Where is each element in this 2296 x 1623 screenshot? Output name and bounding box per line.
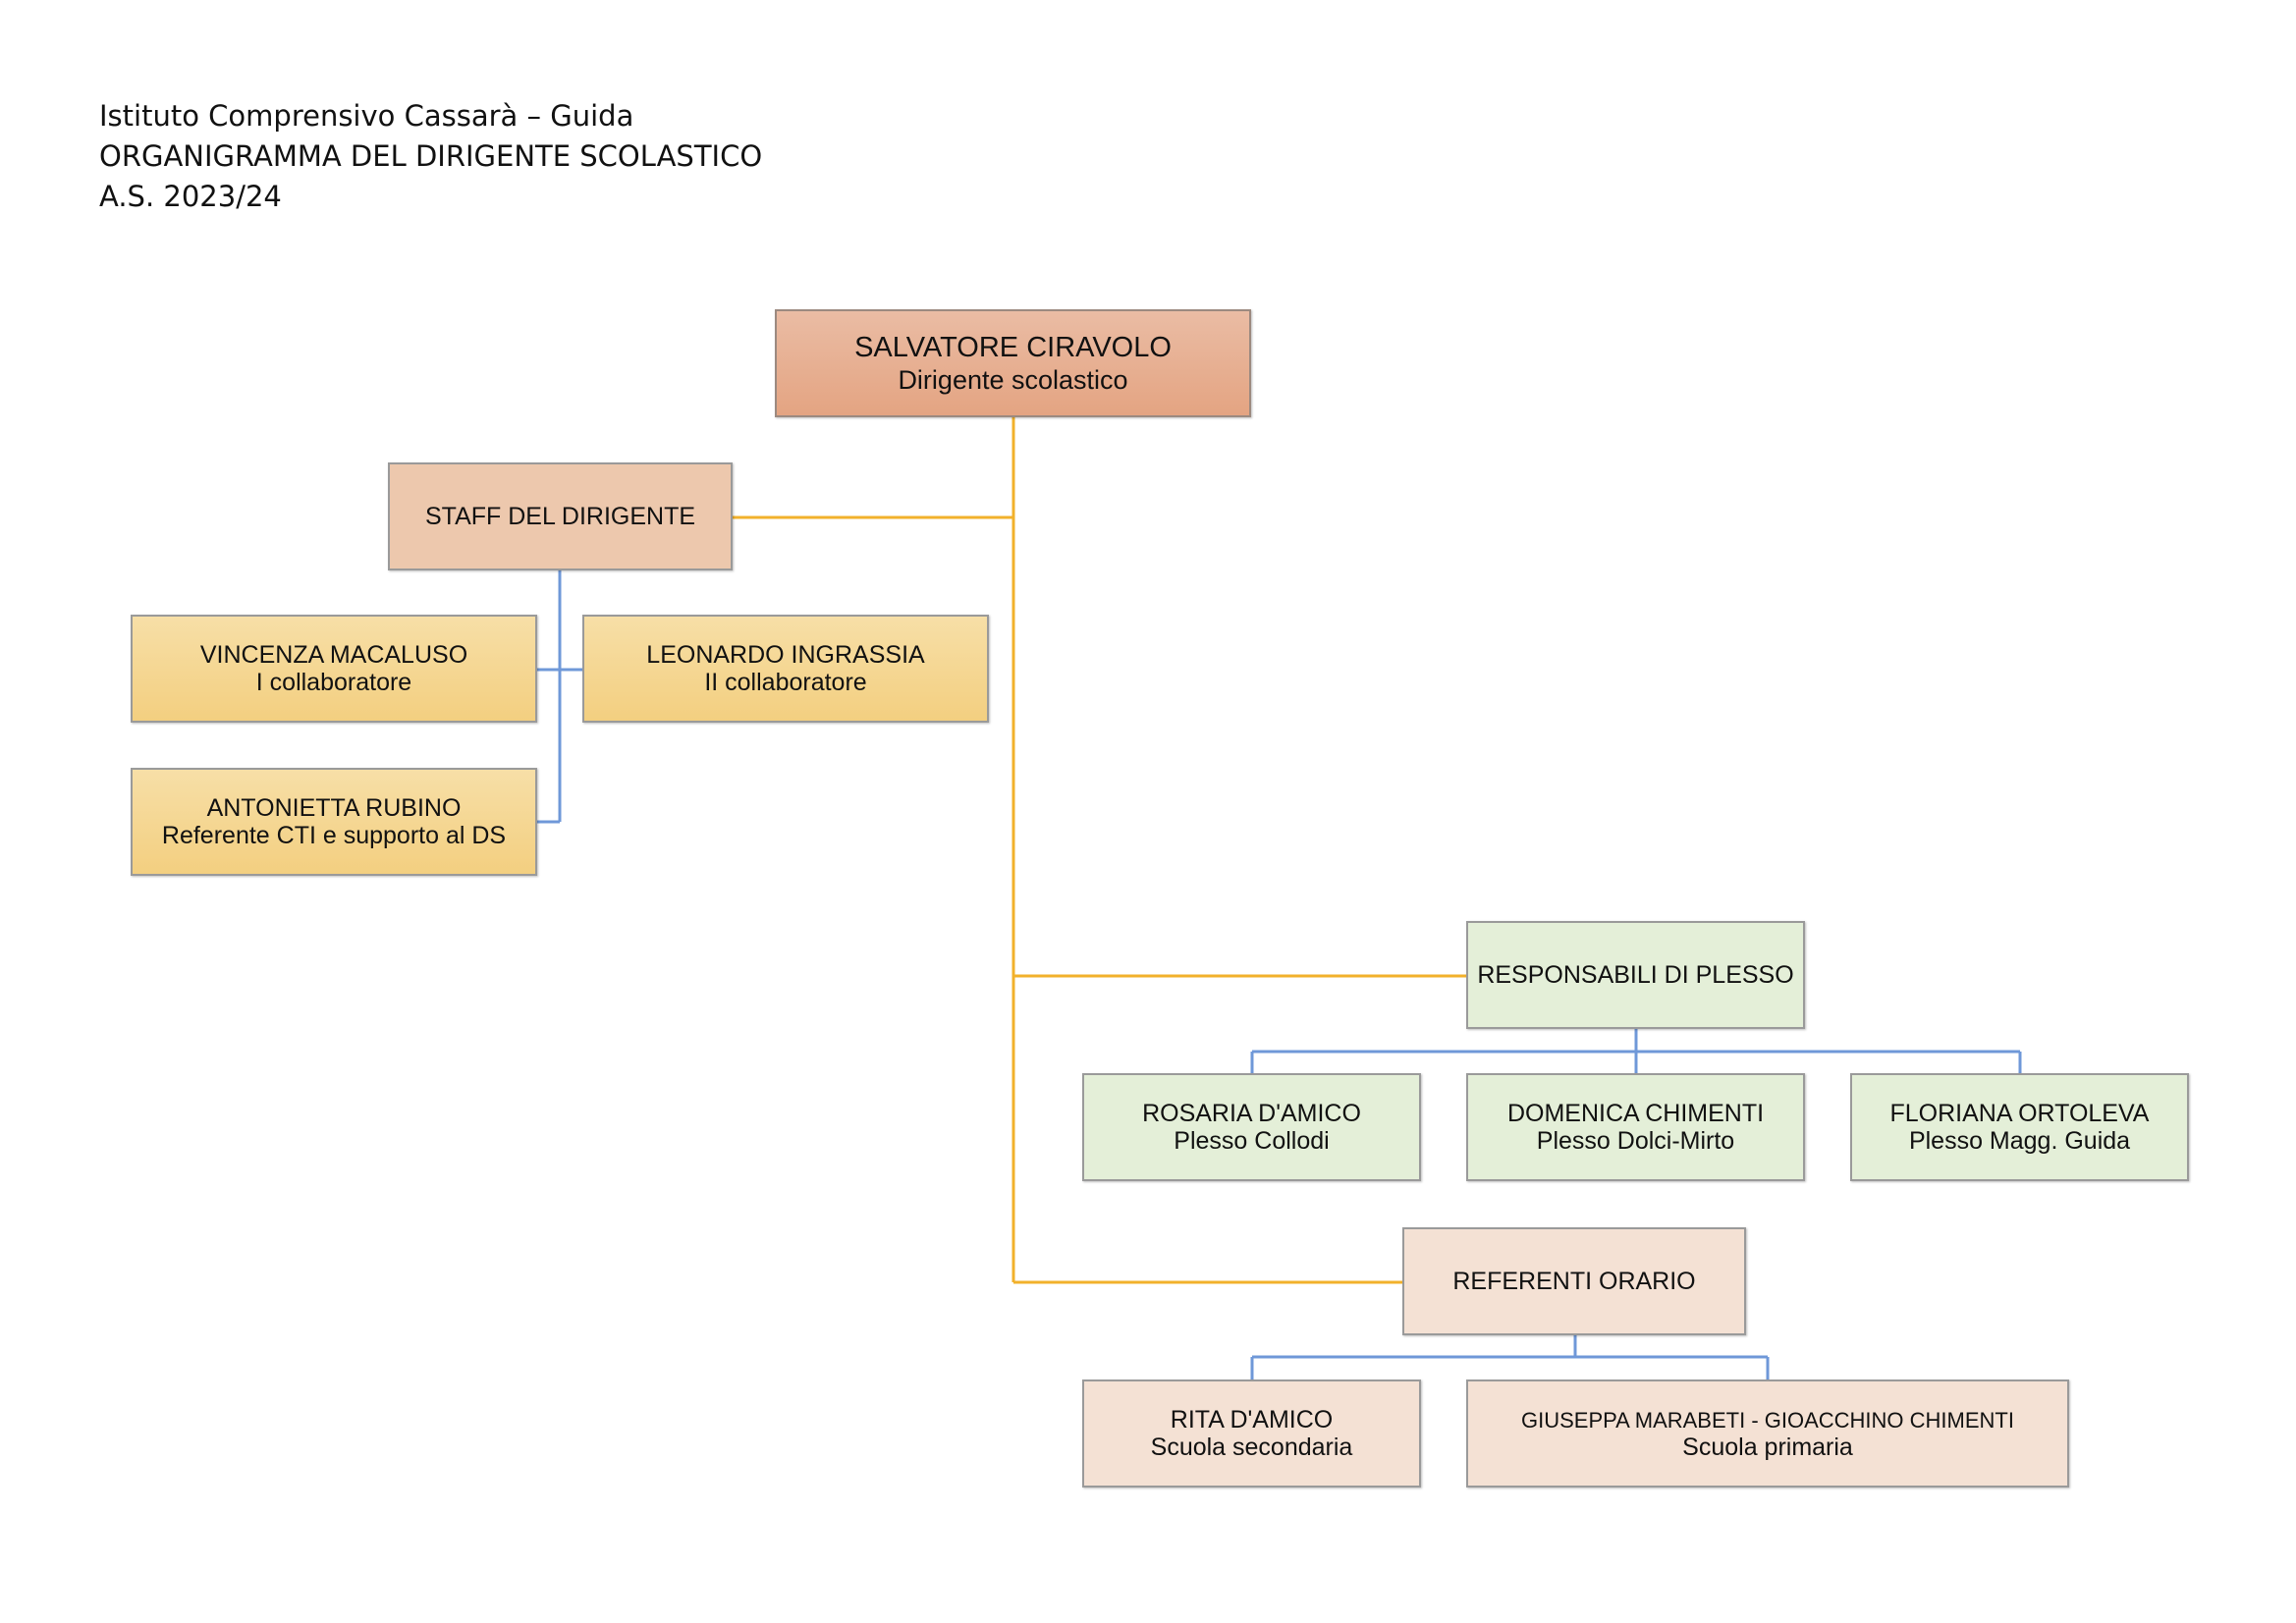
node-title: LEONARDO INGRASSIA	[646, 641, 925, 669]
chart-title: ORGANIGRAMMA DEL DIRIGENTE SCOLASTICO	[99, 139, 763, 173]
node-rita: RITA D'AMICO Scuola secondaria	[1082, 1380, 1421, 1488]
node-rubino: ANTONIETTA RUBINO Referente CTI e suppor…	[131, 768, 537, 876]
node-title: SALVATORE CIRAVOLO	[854, 332, 1172, 363]
node-macaluso: VINCENZA MACALUSO I collaboratore	[131, 615, 537, 723]
node-giuseppa: GIUSEPPA MARABETI - GIOACCHINO CHIMENTI …	[1466, 1380, 2069, 1488]
main-connectors	[732, 416, 1467, 1284]
node-responsabili-plesso: RESPONSABILI DI PLESSO	[1466, 921, 1805, 1029]
node-title: DOMENICA CHIMENTI	[1506, 1100, 1765, 1127]
node-title: VINCENZA MACALUSO	[199, 641, 468, 669]
node-title: RESPONSABILI DI PLESSO	[1477, 960, 1794, 989]
node-subtitle: Plesso Collodi	[1174, 1127, 1330, 1155]
node-title: REFERENTI ORARIO	[1452, 1267, 1696, 1295]
node-ingrassia: LEONARDO INGRASSIA II collaboratore	[582, 615, 989, 723]
node-subtitle: Scuola secondaria	[1150, 1434, 1353, 1461]
document-header: Istituto Comprensivo Cassarà – Guida ORG…	[99, 96, 762, 217]
node-title: RITA D'AMICO	[1170, 1406, 1334, 1434]
sub-connectors	[536, 569, 2022, 1380]
node-rosaria: ROSARIA D'AMICO Plesso Collodi	[1082, 1073, 1421, 1181]
school-year: A.S. 2023/24	[99, 180, 282, 213]
node-title: ANTONIETTA RUBINO	[206, 794, 462, 822]
node-subtitle: I collaboratore	[255, 669, 412, 696]
node-referenti-orario: REFERENTI ORARIO	[1402, 1227, 1746, 1335]
node-title: STAFF DEL DIRIGENTE	[424, 502, 696, 530]
node-title: GIUSEPPA MARABETI - GIOACCHINO CHIMENTI	[1521, 1408, 2014, 1433]
node-dirigente: SALVATORE CIRAVOLO Dirigente scolastico	[775, 309, 1251, 417]
node-subtitle: II collaboratore	[704, 669, 867, 696]
node-domenica: DOMENICA CHIMENTI Plesso Dolci-Mirto	[1466, 1073, 1805, 1181]
node-subtitle: Referente CTI e supporto al DS	[161, 822, 507, 849]
school-name: Istituto Comprensivo Cassarà – Guida	[99, 99, 634, 133]
node-title: FLORIANA ORTOLEVA	[1889, 1100, 2150, 1127]
node-subtitle: Plesso Magg. Guida	[1908, 1127, 2131, 1155]
node-subtitle: Scuola primaria	[1682, 1434, 1853, 1461]
node-title: ROSARIA D'AMICO	[1142, 1100, 1361, 1127]
node-floriana: FLORIANA ORTOLEVA Plesso Magg. Guida	[1850, 1073, 2189, 1181]
node-staff: STAFF DEL DIRIGENTE	[388, 462, 733, 570]
node-subtitle: Dirigente scolastico	[898, 365, 1128, 395]
node-subtitle: Plesso Dolci-Mirto	[1536, 1127, 1735, 1155]
